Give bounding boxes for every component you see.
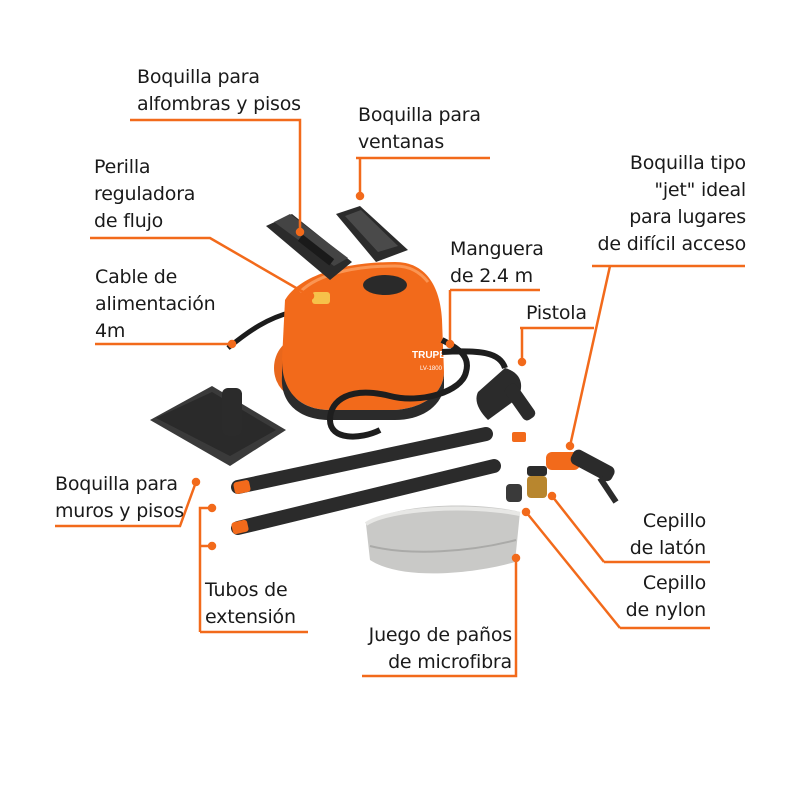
model-text: LV-1800 (420, 366, 443, 372)
label-carpet-nozzle: Boquilla para alfombras y pisos (137, 66, 301, 115)
label-jet-nozzle: Boquilla tipo "jet" ideal para lugares d… (597, 152, 747, 255)
label-steam-gun: Pistola (526, 302, 587, 324)
jet-nozzle (546, 449, 619, 504)
steam-hose (326, 337, 508, 440)
label-extension-tubes: Tubos de extensión (205, 579, 296, 628)
label-hose: Manguera de 2.4 m (450, 238, 544, 287)
label-microfiber-cloths: Juego de paños de microfibra (368, 624, 513, 673)
carpet-nozzle (266, 214, 352, 280)
label-window-nozzle: Boquilla para ventanas (358, 104, 481, 153)
steam-gun (476, 368, 536, 442)
label-flow-knob: Perilla reguladora de flujo (94, 156, 196, 232)
label-nylon-brush: Cepillo de nylon (625, 572, 707, 621)
window-nozzle (336, 206, 408, 262)
brushes (506, 466, 547, 502)
microfiber-cloths (364, 505, 521, 574)
flow-knob (312, 292, 330, 304)
label-brass-brush: Cepillo de latón (629, 510, 706, 559)
floor-nozzle (150, 386, 286, 466)
label-floor-nozzle: Boquilla para muros y pisos (55, 473, 184, 522)
label-power-cable: Cable de alimentación 4m (95, 266, 216, 342)
steam-cleaner-body: TRUPER LV-1800 (274, 262, 454, 420)
leader-lines (55, 118, 745, 678)
truper-logo: TRUPER (412, 350, 454, 361)
extension-tubes (231, 427, 501, 535)
